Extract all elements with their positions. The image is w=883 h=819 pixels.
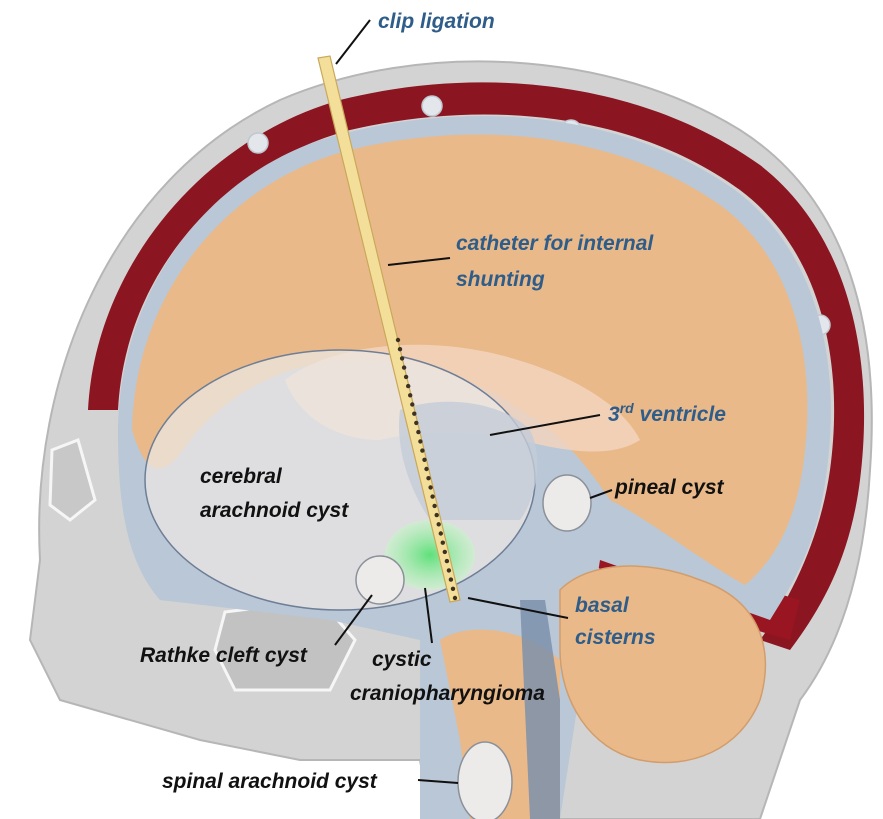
label-cerebral-line1: cerebral <box>200 465 283 488</box>
catheter-hole <box>418 439 422 443</box>
catheter-hole <box>400 356 404 360</box>
catheter-hole <box>424 467 428 471</box>
catheter-hole <box>449 577 453 581</box>
label-catheter-line1: catheter for internal <box>456 232 654 255</box>
catheter-hole <box>441 541 445 545</box>
catheter-hole <box>398 347 402 351</box>
label-clip-ligation: clip ligation <box>378 10 495 33</box>
catheter-hole <box>451 587 455 591</box>
catheter-hole <box>453 596 457 600</box>
label-third-ventricle-sup: rd <box>620 400 634 416</box>
rathke-cleft-cyst-shape <box>356 556 404 604</box>
catheter-hole <box>410 402 414 406</box>
catheter-hole <box>402 365 406 369</box>
catheter-hole <box>416 430 420 434</box>
label-cerebral-line2: arachnoid cyst <box>200 499 349 522</box>
label-third-ventricle-num: 3 <box>608 403 620 426</box>
catheter-hole <box>445 559 449 563</box>
pineal-cyst-shape <box>543 475 591 531</box>
catheter-hole <box>420 448 424 452</box>
label-cystic-line1: cystic <box>372 648 432 671</box>
catheter-hole <box>447 568 451 572</box>
catheter-hole <box>412 412 416 416</box>
catheter-hole <box>396 338 400 342</box>
catheter-hole <box>414 421 418 425</box>
label-cystic-line2: craniopharyngioma <box>350 682 545 705</box>
catheter-hole <box>439 531 443 535</box>
spinal-arachnoid-cyst-shape <box>458 742 512 819</box>
catheter-hole <box>406 384 410 388</box>
label-catheter-line2: shunting <box>456 268 545 291</box>
label-third-ventricle-rest: ventricle <box>634 403 727 426</box>
catheter-hole <box>428 485 432 489</box>
catheter-hole <box>437 522 441 526</box>
catheter-hole <box>430 494 434 498</box>
label-basal-line2: cisterns <box>575 626 656 649</box>
catheter-hole <box>422 458 426 462</box>
label-basal-line1: basal <box>575 594 630 617</box>
label-rathke: Rathke cleft cyst <box>140 644 308 667</box>
catheter-hole <box>435 513 439 517</box>
label-pineal-cyst: pineal cyst <box>614 476 725 499</box>
catheter-hole <box>426 476 430 480</box>
catheter-hole <box>443 550 447 554</box>
catheter-hole <box>432 504 436 508</box>
catheter-hole <box>408 393 412 397</box>
label-spinal: spinal arachnoid cyst <box>162 770 378 793</box>
catheter-hole <box>404 375 408 379</box>
